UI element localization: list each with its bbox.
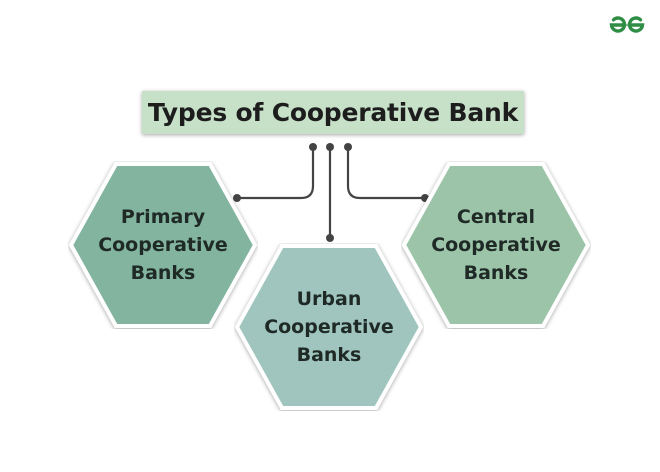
- label-line: Cooperative: [98, 234, 228, 256]
- hexagon-central: [401, 162, 591, 328]
- label-line: Primary: [120, 206, 206, 228]
- connector-dot: [326, 143, 334, 151]
- label-line: Urban: [296, 288, 362, 310]
- label-line: Banks: [463, 262, 529, 284]
- geeksforgeeks-logo-icon: [609, 16, 645, 33]
- connector-dot: [344, 143, 352, 151]
- hexagon-urban: [234, 244, 424, 410]
- connector-dot: [233, 194, 241, 202]
- label-line: Cooperative: [431, 234, 561, 256]
- connector-central: [346, 148, 425, 200]
- diagram-title-box: Types of Cooperative Bank: [142, 91, 524, 134]
- hexagon-primary: [68, 162, 258, 328]
- node-label-urban: Urban Cooperative Banks: [234, 243, 424, 411]
- connector-dot: [326, 234, 334, 242]
- node-label-primary: Primary Cooperative Banks: [68, 161, 258, 329]
- diagram-title: Types of Cooperative Bank: [147, 98, 519, 127]
- label-line: Banks: [130, 262, 196, 284]
- label-line: Cooperative: [264, 316, 394, 338]
- connector-primary: [237, 148, 315, 200]
- node-label-central: Central Cooperative Banks: [401, 161, 591, 329]
- connector-dot: [309, 143, 317, 151]
- label-line: Banks: [296, 344, 362, 366]
- label-line: Central: [456, 206, 536, 228]
